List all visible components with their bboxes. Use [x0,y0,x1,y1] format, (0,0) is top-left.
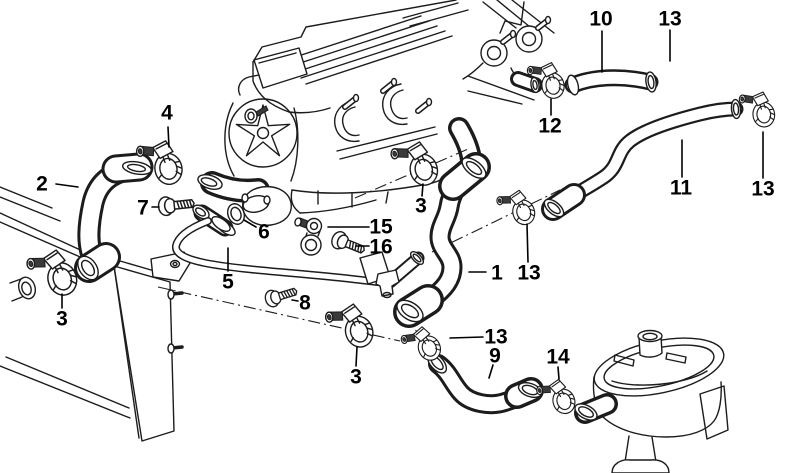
engine-block [197,0,555,227]
callout-label-11[interactable]: 11 [670,177,693,200]
filler-neck [637,329,663,358]
intake-runners [334,77,438,160]
intake-plenum [253,47,308,89]
callout-label-13[interactable]: 13 [484,326,507,349]
callout-leader-line [355,346,358,367]
callout-label-7[interactable]: 7 [137,197,149,220]
engine-hose-1 [393,152,491,328]
heater-hose-10 [564,69,659,96]
callout-label-9[interactable]: 9 [489,345,501,368]
expansion-tank [574,329,729,473]
hose-clamp-part-3 [26,249,78,296]
assembly-axis-line [431,189,561,253]
hose-clamp-part-4 [135,140,183,185]
o-ring-part-6 [226,203,246,225]
thermostat-housing [197,171,292,227]
water-hose-11 [541,98,744,221]
callout-leader-line [243,219,257,228]
bolt-part-16 [331,230,365,254]
hose-clamp-part-3 [324,303,374,348]
callout-label-3[interactable]: 3 [56,308,68,331]
callout-label-3[interactable]: 3 [415,195,427,218]
radiator-side-tank [113,265,175,442]
callout-leader-line [526,223,529,263]
radiator-port [9,276,37,302]
callout-leader-line [421,183,424,197]
callout-leader-line [557,366,560,380]
tank-inlet-port [574,393,618,424]
callout-label-5[interactable]: 5 [222,271,234,294]
water-pump [224,74,299,196]
hose-clamp-part-14 [536,378,576,415]
water-pipe-5 [172,204,425,299]
callout-label-16[interactable]: 16 [369,236,392,259]
bolt-part-7 [157,196,195,217]
callout-label-12[interactable]: 12 [538,115,561,138]
callout-label-2[interactable]: 2 [36,173,48,196]
pipe-fitting [375,269,400,297]
radiator [0,186,191,442]
hose-clamp-part-3 [390,141,439,186]
hose-clamp-part-13 [738,91,776,128]
callout-leader-line [449,336,484,339]
callout-label-13[interactable]: 13 [517,262,540,285]
pipe-holder-bracket-15 [294,217,323,256]
hose-clamp-part-13 [400,326,442,361]
radiator-hose-2 [74,152,154,283]
bolt-part-8 [264,287,298,308]
callout-leader-line [291,299,299,302]
callout-leader-line [488,364,494,379]
callout-label-15[interactable]: 15 [369,216,393,239]
tank-hose-9 [426,352,544,415]
callout-label-10[interactable]: 10 [589,8,612,31]
callout-label-8[interactable]: 8 [299,292,311,315]
callout-label-1[interactable]: 1 [491,262,503,285]
hose-clamp-part-13 [496,189,536,226]
callout-label-13[interactable]: 13 [751,178,774,201]
callout-label-6[interactable]: 6 [258,221,270,244]
callout-leader-line [167,126,170,148]
callout-label-4[interactable]: 4 [161,102,173,125]
hose-clamp-part-12 [526,62,565,99]
callout-label-3[interactable]: 3 [350,366,362,389]
heater-stub [510,67,543,94]
callout-leader-line [55,183,79,188]
engine-brackets [462,15,552,80]
callout-label-14[interactable]: 14 [546,346,570,369]
callout-label-13[interactable]: 13 [658,8,681,31]
